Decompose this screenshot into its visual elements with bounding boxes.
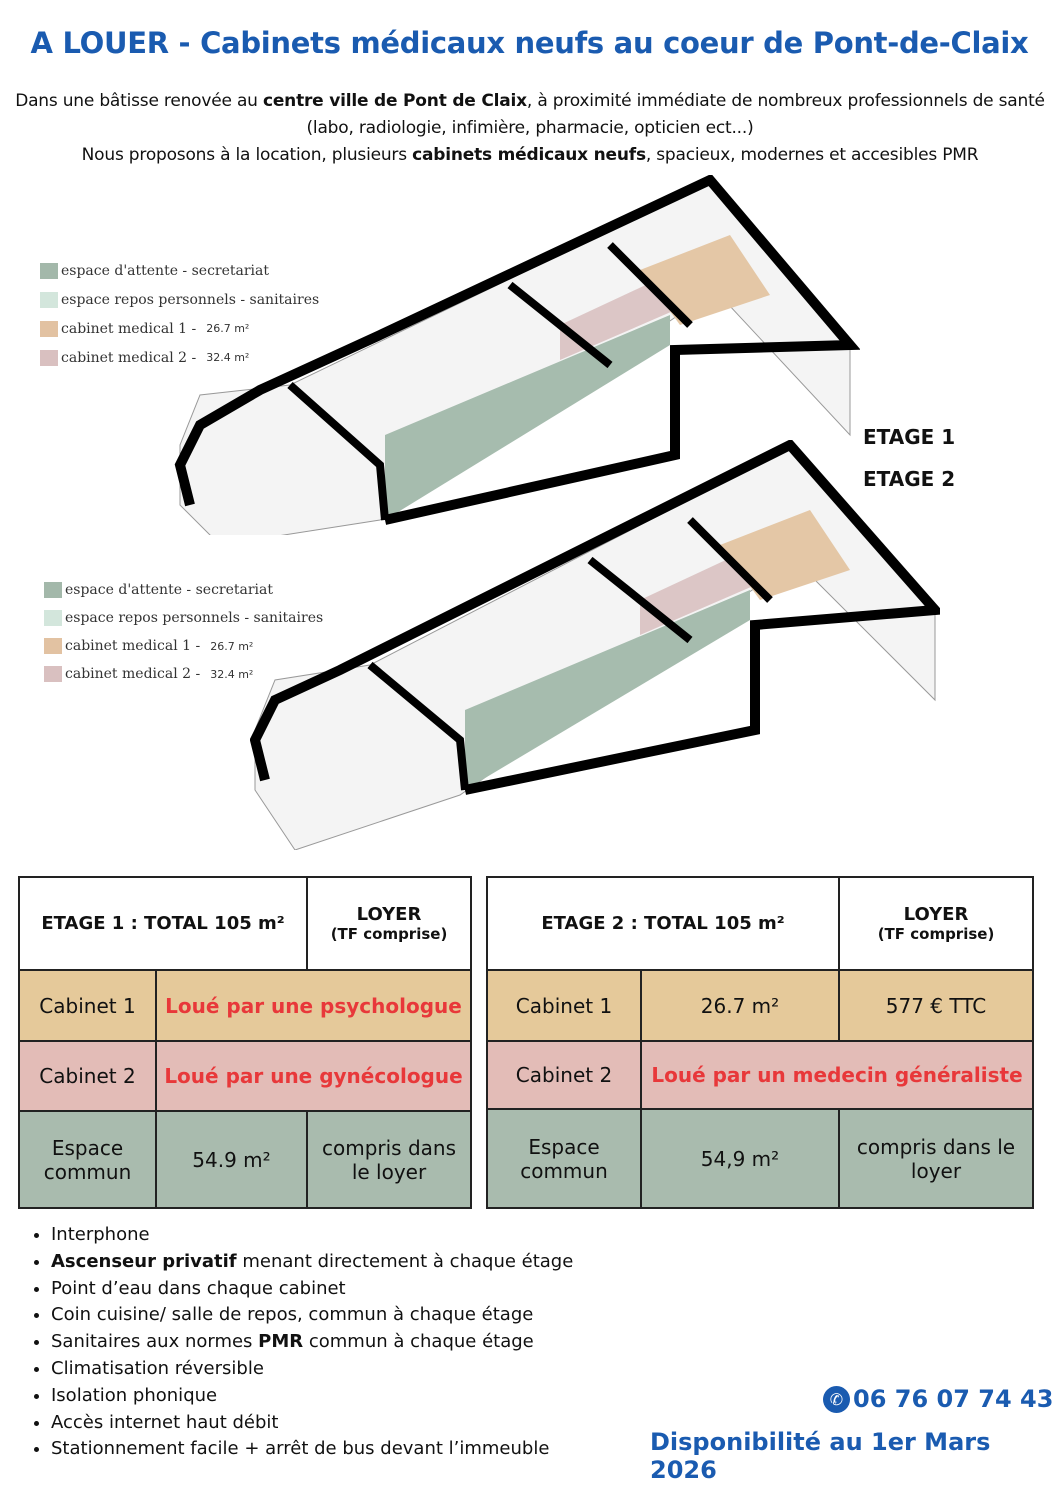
page-title: A LOUER - Cabinets médicaux neufs au coe… bbox=[30, 26, 1029, 60]
legend-item: cabinet medical 2 -32.4 m² bbox=[44, 660, 323, 688]
list-item: Climatisation réversible bbox=[51, 1356, 573, 1383]
list-item: Coin cuisine/ salle de repos, commun à c… bbox=[51, 1302, 573, 1329]
etage-2-label: ETAGE 2 bbox=[863, 467, 956, 491]
list-item: Ascenseur privatif menant directement à … bbox=[51, 1249, 573, 1276]
phone-contact[interactable]: ✆06 76 07 74 43 bbox=[823, 1385, 1053, 1413]
legend-item: espace d'attente - secretariat bbox=[40, 256, 319, 285]
loyer-header: LOYER bbox=[903, 904, 969, 925]
intro-text: Dans une bâtisse renovée au centre ville… bbox=[15, 91, 1045, 165]
list-item: Accès internet haut débit bbox=[51, 1410, 573, 1437]
list-item: Stationnement facile + arrêt de bus deva… bbox=[51, 1436, 573, 1463]
floor-plan-etage-1 bbox=[174, 175, 860, 535]
list-item: Point d’eau dans chaque cabinet bbox=[51, 1276, 573, 1303]
table-header: ETAGE 1 : TOTAL 105 m² bbox=[18, 876, 308, 971]
features-list: Interphone Ascenseur privatif menant dir… bbox=[20, 1222, 573, 1463]
etage-1-label: ETAGE 1 bbox=[863, 425, 956, 449]
list-item: Interphone bbox=[51, 1222, 573, 1249]
availability: Disponibilité au 1er Mars 2026 bbox=[650, 1428, 991, 1484]
list-item: Sanitaires aux normes PMR commun à chaqu… bbox=[51, 1329, 573, 1356]
legend-etage-1: espace d'attente - secretariat espace re… bbox=[40, 256, 319, 372]
legend-item: espace d'attente - secretariat bbox=[44, 576, 323, 604]
phone-icon: ✆ bbox=[823, 1385, 850, 1413]
legend-item: cabinet medical 1 -26.7 m² bbox=[44, 632, 323, 660]
legend-item: cabinet medical 2 -32.4 m² bbox=[40, 343, 319, 372]
loyer-header: LOYER bbox=[356, 904, 422, 925]
legend-item: cabinet medical 1 -26.7 m² bbox=[40, 314, 319, 343]
legend-item: espace repos personnels - sanitaires bbox=[40, 285, 319, 314]
table-header: ETAGE 2 : TOTAL 105 m² bbox=[486, 876, 840, 971]
floor-plan-etage-2 bbox=[250, 440, 940, 850]
legend-item: espace repos personnels - sanitaires bbox=[44, 604, 323, 632]
list-item: Isolation phonique bbox=[51, 1383, 573, 1410]
legend-etage-2: espace d'attente - secretariat espace re… bbox=[44, 576, 323, 688]
